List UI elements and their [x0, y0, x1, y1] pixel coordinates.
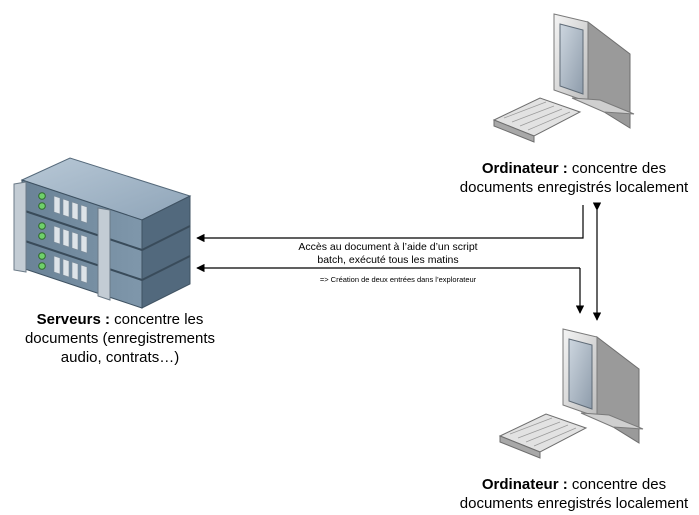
- arrow-top-computer-to-server: [196, 205, 584, 243]
- server-label-rest: concentre les: [109, 311, 204, 328]
- server-label-line-3: audio, contrats…): [60, 349, 180, 366]
- link-caption-note: => Création de deux entrées dans l’explo…: [319, 275, 477, 284]
- computer-bottom-label: Ordinateur : concentre des documents enr…: [449, 475, 699, 513]
- server-label: Serveurs : concentre les documents (enre…: [0, 310, 240, 367]
- link-caption-line-1: Accès au document à l’aide d’un script: [298, 241, 478, 253]
- server-label-line-2: documents (enregistrements: [24, 330, 216, 347]
- link-caption-line-2: batch, exécuté tous les matins: [317, 254, 459, 266]
- computer-top-label-line-2: documents enregistrés localement: [459, 179, 689, 196]
- computer-bottom-label-bold: Ordinateur :: [481, 476, 568, 493]
- computer-bottom-label-line-2: documents enregistrés localement: [459, 495, 689, 512]
- server-rack-icon: [13, 157, 192, 309]
- computer-top-label-bold: Ordinateur :: [481, 160, 568, 177]
- computer-bottom-label-rest: concentre des: [567, 476, 667, 493]
- computer-top-icon: [492, 13, 635, 143]
- link-caption: Accès au document à l’aide d’un script b…: [258, 241, 518, 267]
- computer-top-label: Ordinateur : concentre des documents enr…: [449, 159, 699, 197]
- computer-top-label-rest: concentre des: [567, 160, 667, 177]
- computer-bottom-icon: [498, 328, 644, 459]
- server-label-bold: Serveurs :: [36, 311, 110, 328]
